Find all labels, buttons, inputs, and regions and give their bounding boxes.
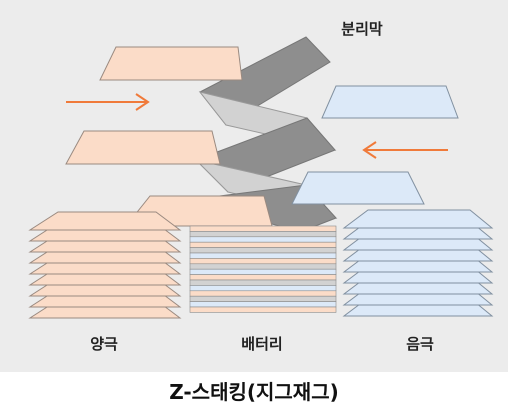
battery-layer (189, 241, 337, 248)
arrow-left-icon (362, 141, 448, 159)
battery-stack (189, 225, 337, 313)
battery-layer (189, 306, 337, 313)
battery-layer (189, 236, 337, 243)
anode-label: 음극 (406, 335, 434, 353)
cathode-layer (28, 211, 182, 231)
battery-layer (189, 290, 337, 297)
diagram-panel: 분리막 양극 배터리 음극 (0, 0, 508, 372)
cathode-sheet (65, 130, 221, 165)
battery-layer (189, 279, 337, 286)
battery-layer (189, 301, 337, 308)
battery-layer (189, 285, 337, 292)
battery-layer (189, 252, 337, 259)
battery-label: 배터리 (241, 335, 283, 353)
battery-layer (189, 263, 337, 270)
cathode-stack (28, 211, 182, 319)
anode-layer (342, 209, 494, 229)
caption-bar: Z-스태킹(지그재그) (0, 372, 508, 409)
cathode-sheet (99, 46, 243, 81)
arrow-right-icon (66, 93, 150, 111)
anode-stack (342, 209, 494, 317)
separator-label: 분리막 (341, 20, 383, 38)
diagram-caption: Z-스태킹(지그재그) (169, 380, 339, 404)
battery-layer (189, 274, 337, 281)
incoming-cathode-sheets (65, 46, 273, 227)
battery-layer (189, 268, 337, 275)
battery-layer (189, 258, 337, 265)
battery-layer (189, 247, 337, 254)
anode-sheet (291, 171, 425, 205)
battery-layer (189, 225, 337, 232)
z-stacking-diagram (28, 36, 494, 319)
cathode-label: 양극 (90, 335, 118, 353)
battery-layer (189, 231, 337, 238)
incoming-anode-sheets (291, 85, 459, 205)
anode-sheet (321, 85, 459, 119)
battery-layer (189, 295, 337, 302)
